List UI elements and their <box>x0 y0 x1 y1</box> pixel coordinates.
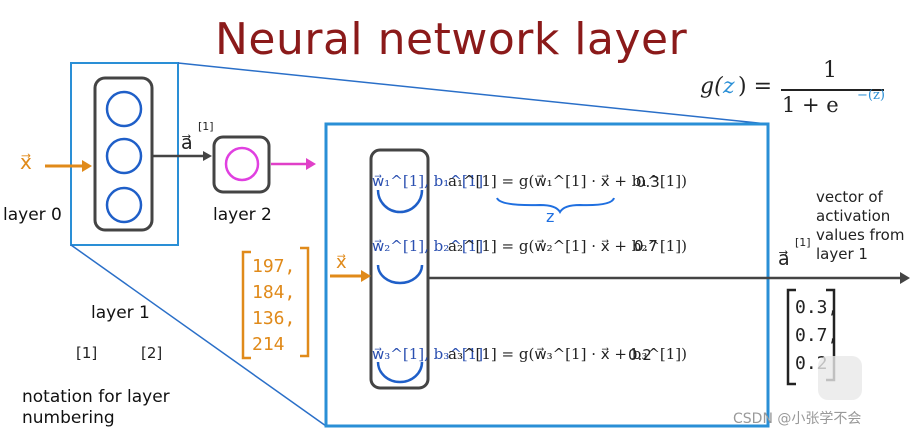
a1-label: a⃗ <box>181 132 193 154</box>
layer1-label: layer 1 <box>91 303 150 323</box>
vector-description: vector of activation values from layer 1 <box>816 188 905 263</box>
input-bracket-left <box>241 250 251 360</box>
layer2-container <box>212 135 271 194</box>
layer0-label: layer 0 <box>3 205 62 225</box>
input-value: 197, <box>252 256 296 277</box>
layer1-to-layer2-arrowhead <box>203 151 212 161</box>
neuron-1-value: 0.3 <box>636 173 660 191</box>
neuron-2-params: w⃗₂^[1], b₂^[1] <box>372 237 484 255</box>
z-label: z <box>546 207 555 226</box>
output-bracket-left <box>786 288 796 386</box>
output-vector: 0.3, 0.7, 0.2 <box>795 294 838 378</box>
input-x-label: x⃗ <box>20 150 32 174</box>
layer1-highlight-box <box>70 62 179 246</box>
a1-superscript: [1] <box>198 120 214 133</box>
notation-caption: notation for layer numbering <box>22 387 170 428</box>
zoom-line-top <box>177 62 769 125</box>
formula-numerator: 1 <box>823 58 837 83</box>
neuron-1 <box>105 90 143 128</box>
notation-example-1: [1] <box>76 344 98 362</box>
neuron-1-equation: a₁^[1] = g(w⃗₁^[1] · x⃗ + b₁^[1]) <box>448 172 687 190</box>
input-value: 136, <box>252 308 296 329</box>
formula-exponent: −(z) <box>857 88 885 103</box>
zoomed-input-arrowhead <box>361 270 371 282</box>
layer2-neuron <box>224 146 260 182</box>
input-bracket-right <box>300 246 310 358</box>
output-arrowhead <box>306 158 316 170</box>
layer2-label: layer 2 <box>213 205 272 225</box>
input-arrowhead <box>82 160 92 172</box>
zoomed-layer-container <box>369 148 430 390</box>
neuron-3-value: 0.2 <box>628 346 652 364</box>
layer1-container <box>93 76 154 232</box>
page-title: Neural network layer <box>215 14 688 65</box>
neuron-2 <box>105 137 143 175</box>
z-underbrace <box>496 197 615 215</box>
neuron-3-params: w⃗₃^[1], b₃^[1] <box>372 345 484 363</box>
sigmoid-formula: g( z ) = 1 1 + e −(z) <box>698 58 898 120</box>
notation-example-2: [2] <box>141 344 163 362</box>
watermark: CSDN @小张学不会 <box>733 411 862 427</box>
a1-output-label: a⃗ <box>778 248 790 270</box>
formula-z: z <box>723 74 735 99</box>
neuron-3-equation: a₃^[1] = g(w⃗₃^[1] · x⃗ + b₃^[1]) <box>448 345 687 363</box>
formula-g: g( <box>700 74 723 99</box>
neuron-2-equation: a₂^[1] = g(w⃗₂^[1] · x⃗ + b₂^[1]) <box>448 237 687 255</box>
zoomed-layer-box <box>324 122 770 428</box>
input-value: 184, <box>252 282 296 303</box>
zoomed-neuron-2 <box>376 264 424 285</box>
zoomed-neuron-3 <box>376 361 424 384</box>
a1-output-superscript: [1] <box>795 236 811 249</box>
zoomed-x-label: x⃗ <box>336 252 347 273</box>
play-icon <box>818 356 862 400</box>
zoom-line-bottom <box>70 244 327 427</box>
formula-eq: ) = <box>738 74 773 99</box>
neuron-3 <box>105 186 143 224</box>
output-value: 0.3, <box>795 297 839 318</box>
neuron-2-value: 0.7 <box>634 237 658 255</box>
fraction-bar <box>781 89 884 91</box>
zoomed-neuron-1 <box>376 189 424 214</box>
formula-denominator: 1 + e <box>782 93 839 117</box>
neuron-1-params: w⃗₁^[1], b₁^[1] <box>372 172 484 190</box>
handwritten-inputs: 197, 184, 136, 214 <box>252 254 295 358</box>
activation-output-arrowhead <box>900 272 910 284</box>
output-value: 0.7, <box>795 325 839 346</box>
input-value: 214 <box>252 334 285 355</box>
